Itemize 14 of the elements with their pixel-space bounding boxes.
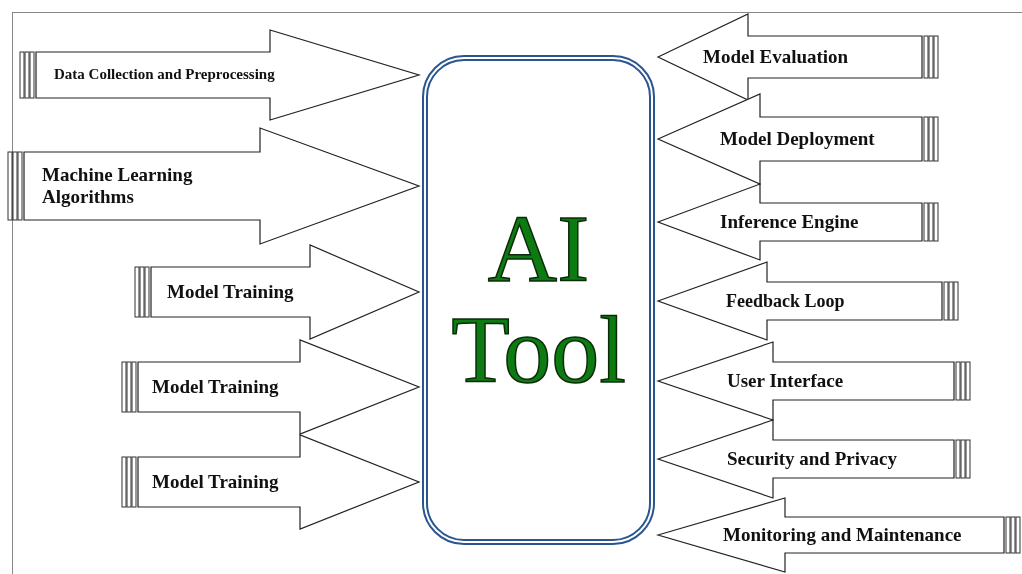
arrow-label: Model Training — [167, 281, 295, 303]
arrow-label: Monitoring and Maintenance — [723, 524, 963, 546]
arrow-label: Model Training — [152, 471, 280, 493]
box-title: AI Tool — [450, 199, 627, 401]
arrow-label: Security and Privacy — [727, 448, 898, 470]
arrow-label: User Interface — [727, 370, 845, 392]
arrow-label: Model Evaluation — [703, 46, 850, 68]
arrow-label: Machine Learning Algorithms — [42, 164, 194, 208]
arrow-label: Inference Engine — [720, 211, 860, 233]
arrow-label: Model Training — [152, 376, 280, 398]
rounded-box — [422, 55, 655, 545]
arrow-label: Data Collection and Preprocessing — [54, 66, 276, 84]
arrow-label: Feedback Loop — [726, 290, 846, 312]
arrow-label: Model Deployment — [720, 128, 876, 150]
